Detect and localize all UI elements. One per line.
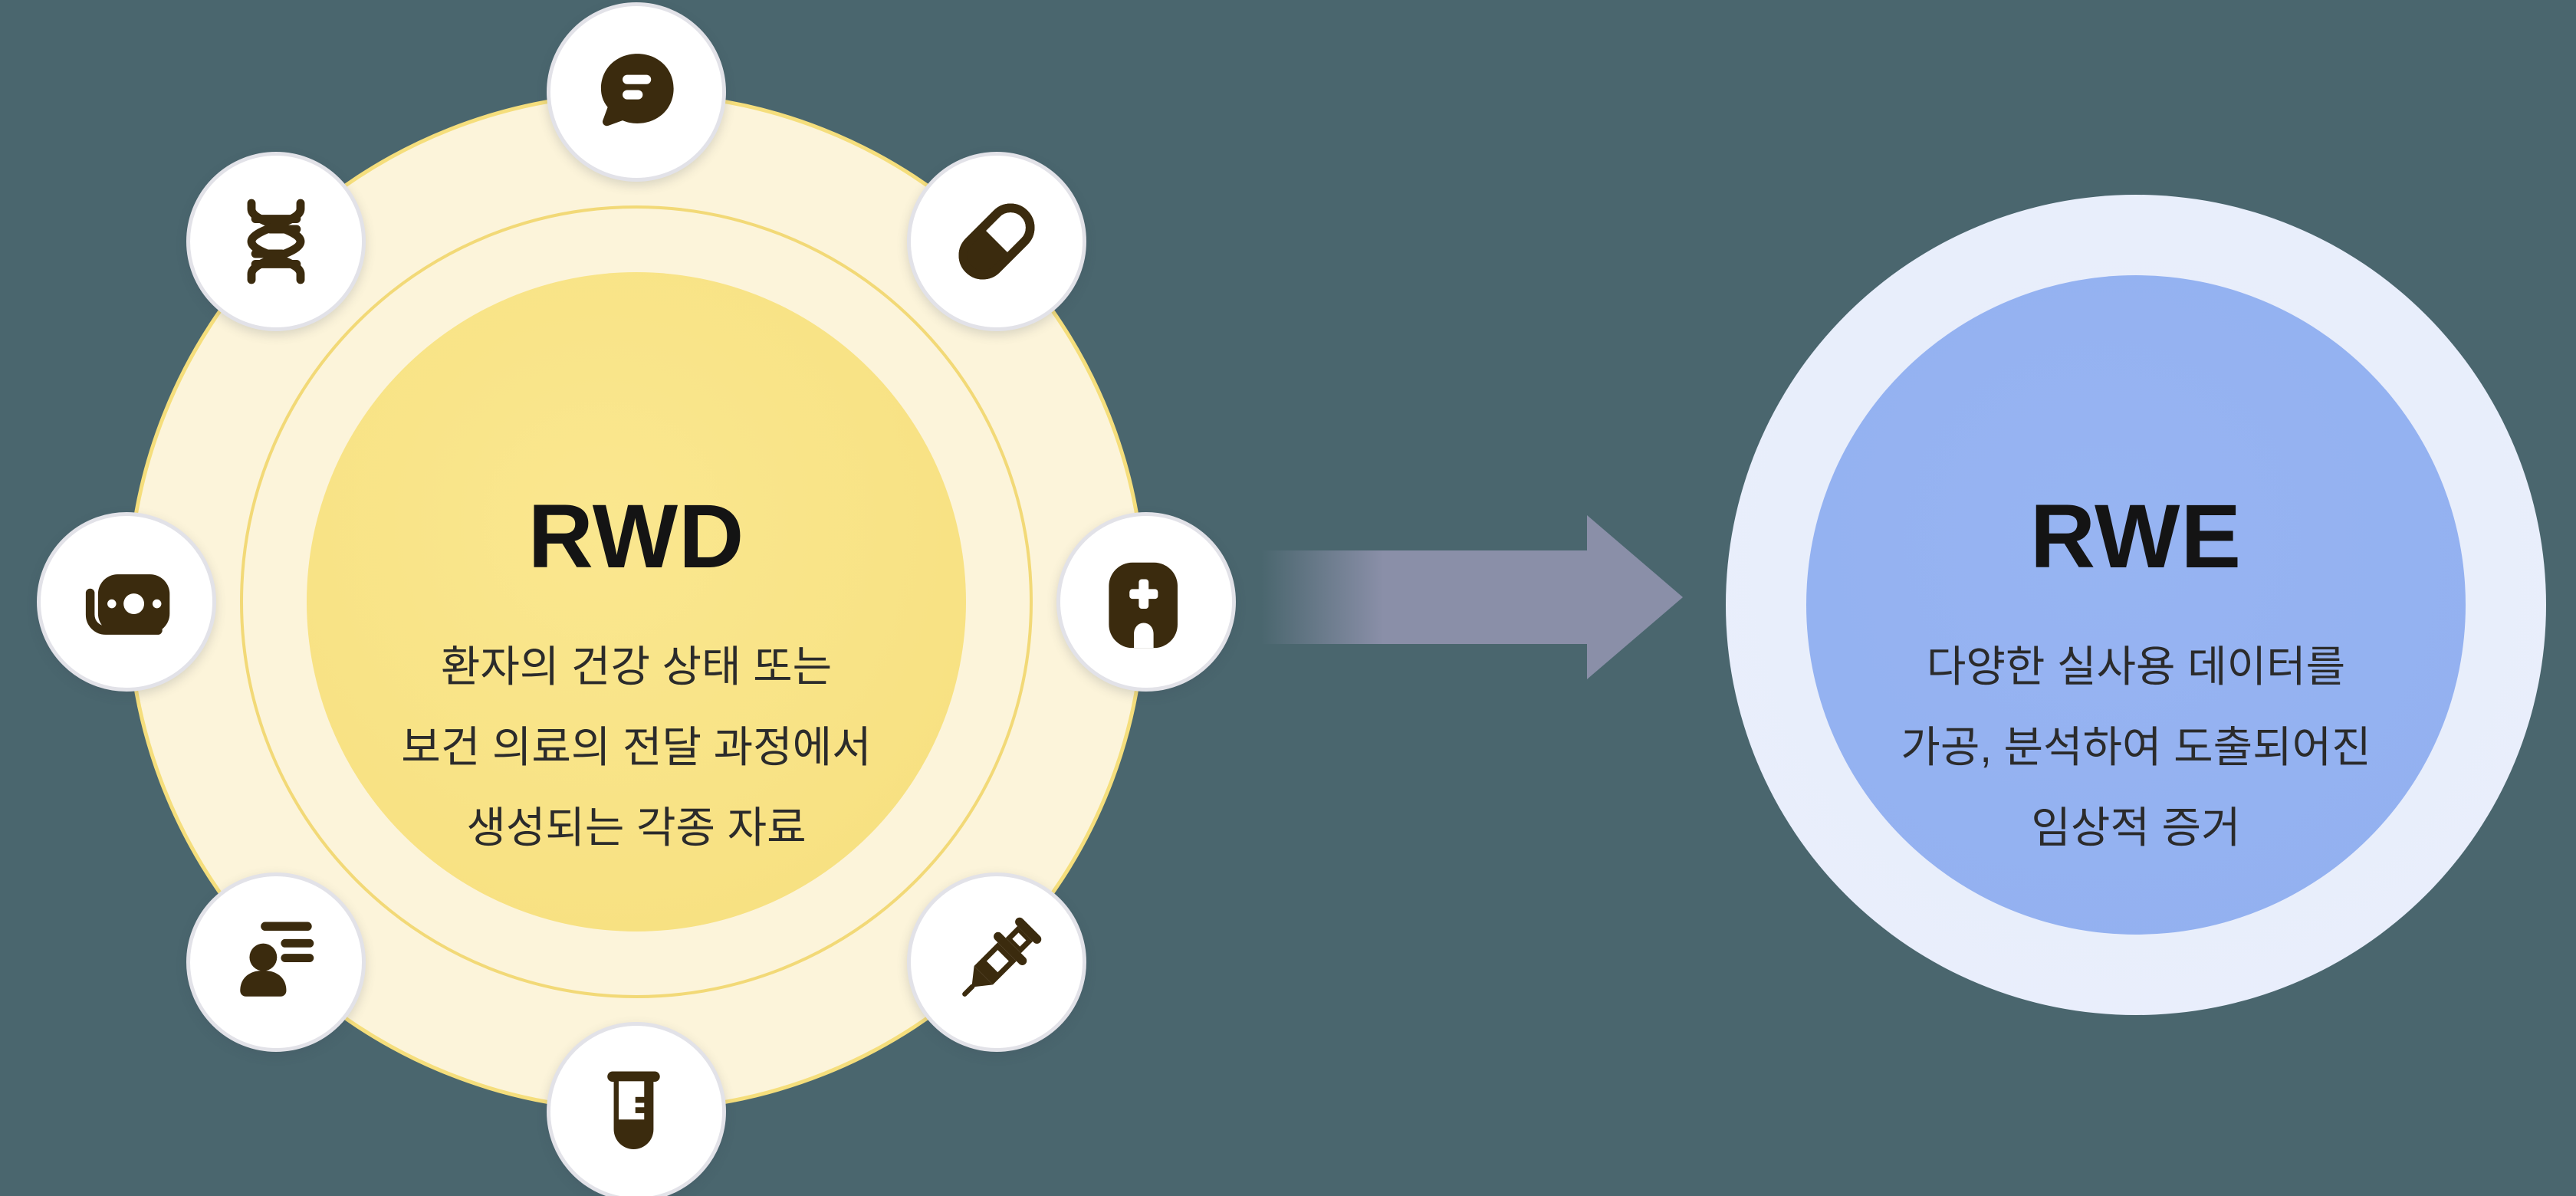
- icon-badge-hospital: [1056, 512, 1236, 692]
- rwe-title: RWE: [2029, 486, 2242, 587]
- rwd-description-line: 생성되는 각종 자료: [466, 803, 807, 852]
- syringe-icon: [962, 917, 1042, 997]
- chat-bubble-icon: [600, 54, 674, 127]
- rwe-description-line: 가공, 분석하여 도출되어진: [1901, 723, 2371, 771]
- icon-badge-syringe: [907, 872, 1086, 1052]
- test-tube-icon: [607, 1071, 660, 1149]
- rwd-description: 환자의 건강 상태 또는 보건 의료의 전달 과정에서 생성되는 각종 자료: [307, 626, 966, 868]
- pill-icon: [958, 203, 1035, 280]
- rwe-inner-circle: [1806, 275, 2466, 935]
- icon-badge-chat: [547, 2, 726, 182]
- rwd-description-line: 보건 의료의 전달 과정에서: [401, 723, 872, 771]
- hospital-icon: [1109, 562, 1178, 649]
- rwe-description: 다양한 실사용 데이터를 가공, 분석하여 도출되어진 임상적 증거: [1806, 626, 2466, 868]
- rwd-description-line: 환자의 건강 상태 또는: [440, 642, 833, 691]
- rwd-title: RWD: [527, 486, 745, 587]
- rwe-description-line: 임상적 증거: [2031, 803, 2241, 852]
- rwd-thin-ring: [240, 205, 1033, 998]
- person-list-icon: [240, 922, 314, 997]
- flow-arrow-icon: [1261, 515, 1683, 679]
- banknotes-icon: [85, 574, 170, 635]
- icon-badge-test-tube: [547, 1022, 726, 1196]
- dna-icon: [247, 199, 305, 284]
- icon-badge-person-list: [186, 872, 366, 1052]
- icon-badge-pill: [907, 152, 1086, 331]
- rwe-description-line: 다양한 실사용 데이터를: [1926, 642, 2346, 691]
- icon-badge-banknotes: [37, 512, 216, 692]
- icon-badge-dna: [186, 152, 366, 331]
- rwd-inner-circle: [307, 272, 966, 932]
